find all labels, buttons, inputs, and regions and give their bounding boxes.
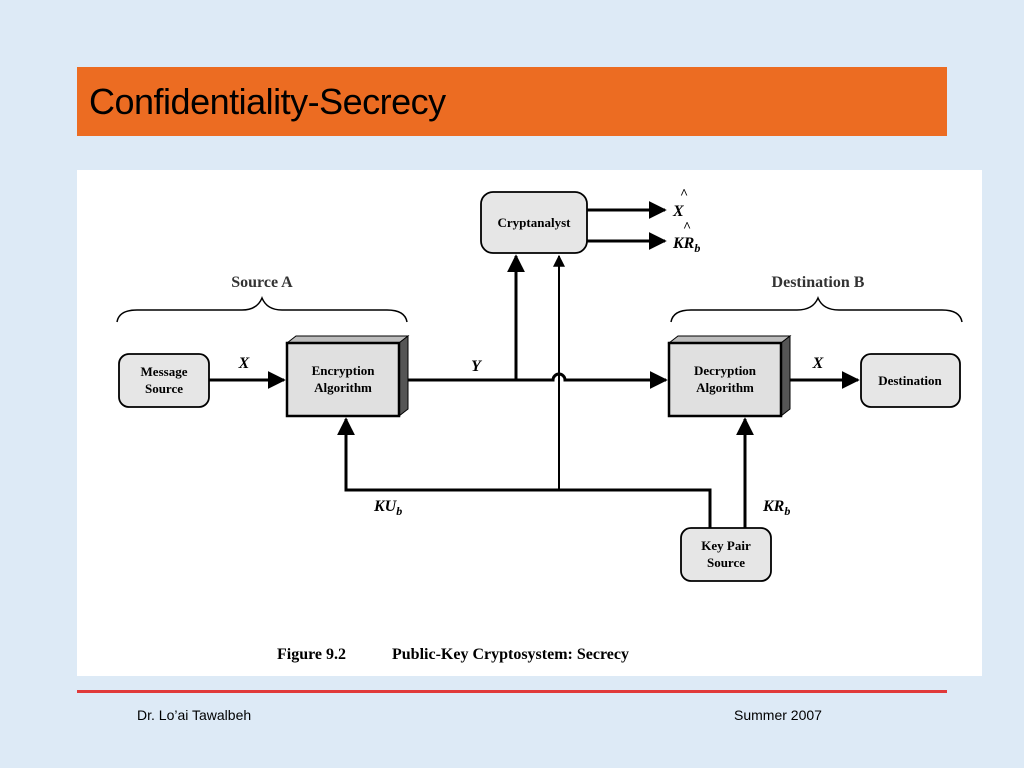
footer-author: Dr. Lo’ai Tawalbeh xyxy=(137,707,252,723)
source-group-label: Source A xyxy=(231,274,293,291)
decryption-algorithm-label-1: Decryption xyxy=(694,363,757,378)
cryptosystem-diagram: Source A Destination B Message Source En… xyxy=(116,187,963,663)
x-output-label: X xyxy=(812,355,824,372)
ku-b-label: KUb xyxy=(373,498,402,518)
x-hat-label: X xyxy=(672,203,684,220)
destination-label: Destination xyxy=(878,373,942,388)
y-label: Y xyxy=(471,358,482,375)
kr-hat-label: KRb xyxy=(672,235,700,255)
key-pair-source-box xyxy=(680,527,772,582)
destination-box xyxy=(860,353,961,408)
kr-b-label: KRb xyxy=(762,498,790,518)
x-input-label: X xyxy=(238,355,250,372)
x-hat-caret-icon: ^ xyxy=(680,187,688,202)
message-source-label-1: Message xyxy=(141,364,188,379)
source-brace xyxy=(116,296,408,323)
figure-panel: Source A Destination B Message Source En… xyxy=(77,170,982,676)
encryption-algorithm-label-2: Algorithm xyxy=(314,380,372,395)
encryption-algorithm-label-1: Encryption xyxy=(312,363,376,378)
cryptanalyst-box xyxy=(480,191,588,254)
decryption-algorithm-label-2: Algorithm xyxy=(696,380,754,395)
public-key-path xyxy=(337,417,712,528)
encryption-algorithm-box xyxy=(285,334,410,418)
destination-group-label: Destination B xyxy=(772,274,865,291)
key-pair-source-label-1: Key Pair xyxy=(701,538,751,553)
destination-brace xyxy=(670,296,963,323)
slide-title: Confidentiality-Secrecy xyxy=(89,81,446,122)
figure-caption-number: Figure 9.2 xyxy=(277,646,346,663)
cryptanalyst-label: Cryptanalyst xyxy=(498,215,572,230)
decryption-algorithm-box xyxy=(667,334,792,418)
footer-divider xyxy=(77,690,947,693)
kr-hat-caret-icon: ^ xyxy=(683,220,691,235)
title-bar: Confidentiality-Secrecy xyxy=(77,67,947,136)
message-source-label-2: Source xyxy=(145,381,183,396)
key-pair-source-label-2: Source xyxy=(707,555,745,570)
figure-caption-text: Public-Key Cryptosystem: Secrecy xyxy=(392,646,629,663)
footer-date: Summer 2007 xyxy=(734,707,822,723)
y-ciphertext-arrow xyxy=(408,371,668,389)
